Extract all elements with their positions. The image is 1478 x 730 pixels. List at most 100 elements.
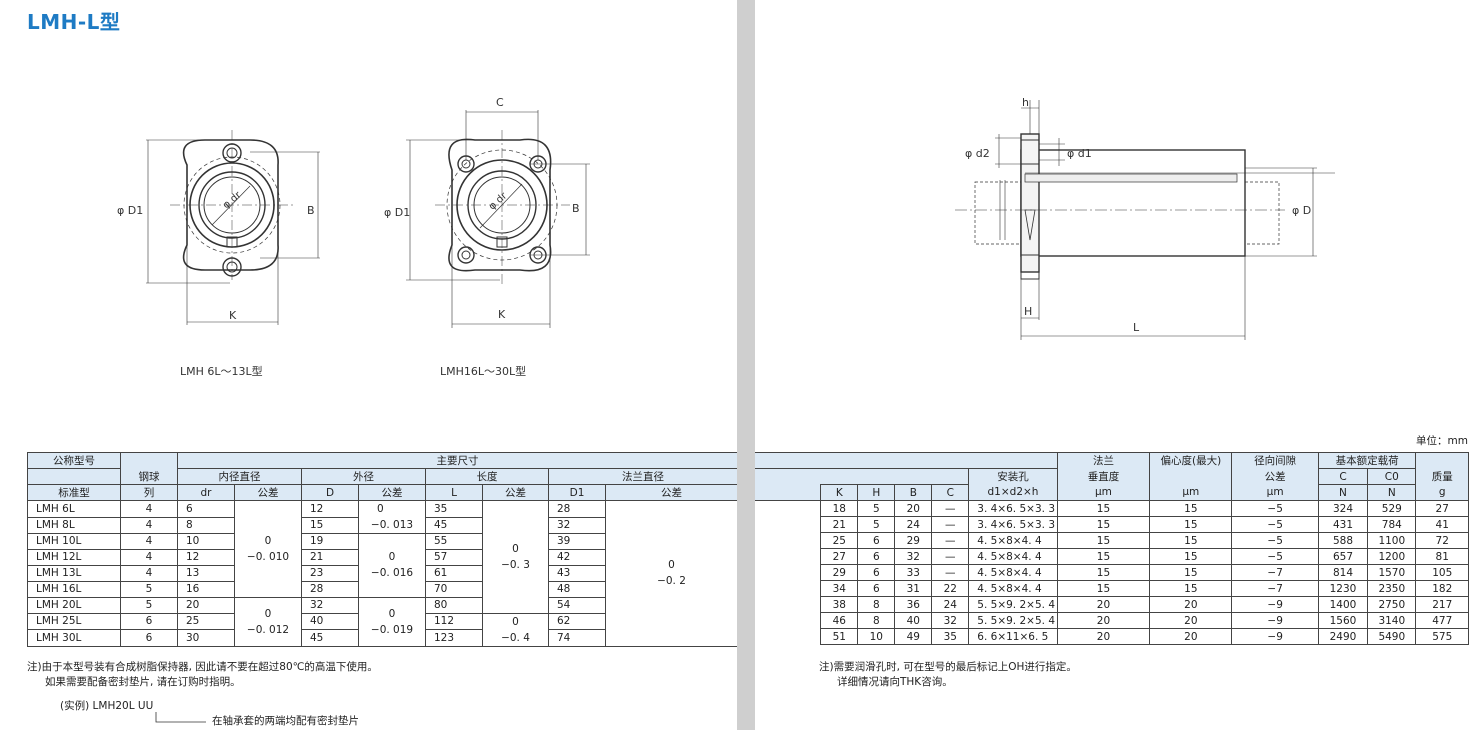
- table-cell: —: [931, 548, 970, 565]
- header-dr: dr: [177, 484, 235, 501]
- table-cell: 324: [1317, 500, 1369, 517]
- table-cell: LMH 30L: [27, 629, 121, 647]
- table-cell: 48: [548, 580, 606, 598]
- table-cell: 6: [177, 500, 235, 518]
- header-length: 长度: [425, 468, 549, 485]
- table-cell: 36: [894, 596, 933, 613]
- header-radial: 径向间隙: [1231, 452, 1319, 469]
- table-cell: 112: [425, 612, 483, 630]
- header-mount-hole: 安装孔: [968, 468, 1058, 485]
- table-cell: 15: [301, 516, 359, 534]
- table-cell: 8: [857, 596, 896, 613]
- table-cell: 12: [177, 548, 235, 566]
- table-cell: 1400: [1317, 596, 1369, 613]
- table-cell: 28: [548, 500, 606, 518]
- table-cell: 182: [1415, 580, 1469, 597]
- header-radial-tol: 公差: [1231, 468, 1319, 485]
- table-cell: LMH 12L: [27, 548, 121, 566]
- unit-N-2: N: [1367, 484, 1417, 501]
- table-cell: 4: [120, 548, 178, 566]
- unit-g: g: [1415, 484, 1469, 501]
- page-gutter: [737, 0, 755, 730]
- table-cell: 10: [857, 628, 896, 645]
- header-outer-dia: 外径: [301, 468, 426, 485]
- table-cell: —: [931, 532, 970, 549]
- table-cell: 51: [820, 628, 859, 645]
- table-cell: 30: [177, 629, 235, 647]
- table-cell: 80: [425, 596, 483, 614]
- table-cell: 34: [820, 580, 859, 597]
- table-cell: LMH 25L: [27, 612, 121, 630]
- spacer-left-2: [755, 484, 821, 501]
- table-cell: 15: [1149, 516, 1233, 533]
- tol-D-a-top: 0: [358, 500, 426, 517]
- table-cell: −9: [1231, 612, 1319, 629]
- label-B-left: B: [307, 204, 315, 217]
- note-left-1: 注)由于本型号装有合成树脂保持器, 因此请不要在超过80℃的高温下使用。: [27, 661, 378, 673]
- table-cell: 20: [177, 596, 235, 614]
- table-cell: LMH 8L: [27, 516, 121, 534]
- table-cell: 20: [1056, 612, 1151, 629]
- table-cell: 1230: [1317, 580, 1369, 597]
- table-cell: —: [931, 564, 970, 581]
- table-cell: 72: [1415, 532, 1469, 549]
- header-mass-top: [1415, 452, 1469, 469]
- table-cell: 57: [425, 548, 483, 566]
- table-cell: −9: [1231, 628, 1319, 645]
- note-left-2: 如果需要配备密封垫片, 请在订购时指明。: [45, 676, 241, 688]
- table-cell: 105: [1415, 564, 1469, 581]
- table-cell: 814: [1317, 564, 1369, 581]
- table-cell: 42: [548, 548, 606, 566]
- label-phi-d1: φ d1: [1067, 147, 1092, 160]
- table-cell: 4. 5×8×4. 4: [968, 564, 1058, 581]
- tol-dr-a: 0−0. 010: [234, 500, 302, 598]
- table-cell: 38: [820, 596, 859, 613]
- table-cell: 15: [1149, 548, 1233, 565]
- header-C: C: [1317, 468, 1369, 485]
- table-cell: LMH 20L: [27, 596, 121, 614]
- table-cell: 4: [120, 564, 178, 582]
- label-L: L: [1133, 321, 1140, 334]
- table-cell: 3. 4×6. 5×3. 3: [968, 516, 1058, 533]
- table-cell: −5: [1231, 532, 1319, 549]
- table-cell: 4: [120, 516, 178, 534]
- tol-D1: 0−0. 2: [605, 500, 738, 647]
- table-cell: 4: [120, 500, 178, 518]
- table-cell: 46: [820, 612, 859, 629]
- table-cell: 15: [1149, 532, 1233, 549]
- table-cell: 20: [1149, 596, 1233, 613]
- header-L: L: [425, 484, 483, 501]
- label-B-mid: B: [572, 202, 580, 215]
- label-phi-D1-mid: φ D1: [384, 206, 411, 219]
- table-cell: 35: [931, 628, 970, 645]
- header-inner-dia: 内径直径: [177, 468, 302, 485]
- table-cell: 4: [120, 532, 178, 550]
- table-cell: 15: [1056, 532, 1151, 549]
- table-cell: 32: [301, 596, 359, 614]
- table-cell: 41: [1415, 516, 1469, 533]
- table-cell: 32: [931, 612, 970, 629]
- header-model-spacer: [27, 468, 121, 485]
- header-L-tol: 公差: [482, 484, 549, 501]
- table-cell: 21: [301, 548, 359, 566]
- table-cell: 20: [1149, 628, 1233, 645]
- table-cell: 6: [120, 629, 178, 647]
- table-cell: 29: [820, 564, 859, 581]
- table-cell: 3. 4×6. 5×3. 3: [968, 500, 1058, 517]
- tol-D-c: 0−0. 019: [358, 596, 426, 647]
- table-cell: −7: [1231, 564, 1319, 581]
- table-cell: 8: [177, 516, 235, 534]
- unit-N-1: N: [1317, 484, 1369, 501]
- header-eccentricity: 偏心度(最大): [1149, 452, 1233, 469]
- table-cell: 21: [820, 516, 859, 533]
- header-D1-tol: 公差: [605, 484, 738, 501]
- order-example: (实例) LMH20L UU: [60, 700, 154, 712]
- page-title: LMH-L型: [27, 10, 121, 34]
- caption-small-model: LMH 6L〜13L型: [180, 365, 263, 378]
- table-cell: LMH 6L: [27, 500, 121, 518]
